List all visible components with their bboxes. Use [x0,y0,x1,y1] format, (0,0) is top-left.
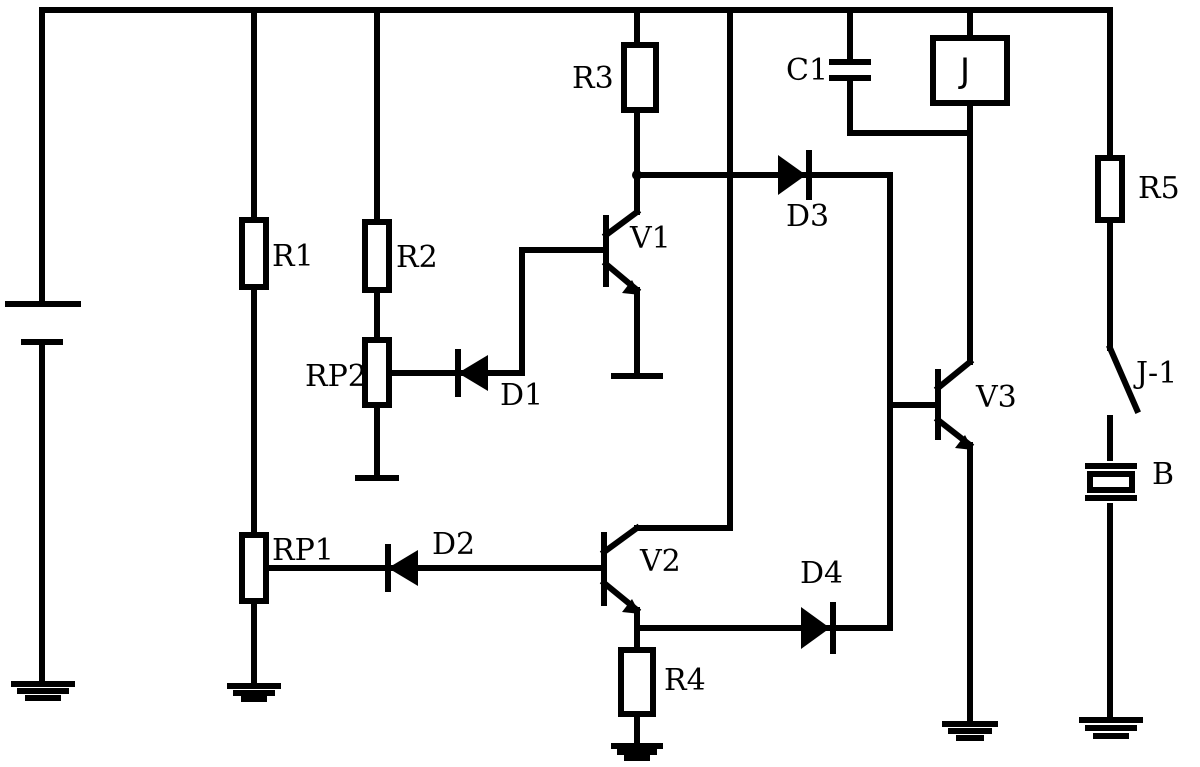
label-v2: V2 [639,544,681,579]
v3-ground-symbol [942,721,998,741]
resistor-r4 [618,647,656,717]
relay-contact-j1 [1106,217,1141,461]
potentiometer-rp1 [239,532,269,604]
battery-ground-symbol [11,681,75,701]
label-relay-contact-j1: J-1 [1133,356,1177,391]
label-v1: V1 [629,221,671,256]
label-rp1: RP1 [272,533,334,568]
r2-branch-wire [355,7,399,481]
potentiometer-rp2 [362,337,392,408]
resistor-r1 [239,217,269,290]
diode-d3 [772,150,813,200]
d3-wire [634,172,938,631]
transistor-v1 [601,172,663,379]
label-rp2: RP2 [305,359,367,394]
diode-d4 [795,602,837,654]
rp2-wiper-wire [386,247,605,376]
label-r3: R3 [572,61,614,96]
capacitor-c1 [829,7,973,136]
label-relay-j: J [958,51,970,91]
label-d2: D2 [432,527,475,562]
diode-d2 [382,544,423,592]
resistor-r5 [1095,155,1125,223]
relay-coil-j [930,7,1010,365]
label-r5: R5 [1138,171,1180,206]
transistor-v3 [933,357,975,725]
r4-ground-symbol [611,711,663,761]
label-d3: D3 [786,199,829,234]
rp1-ground-symbol [227,683,281,702]
transistor-v2 [599,523,642,653]
resistor-r2 [362,219,392,293]
diode-d1 [452,349,493,397]
label-r2: R2 [396,240,438,275]
label-d1: D1 [500,378,543,413]
label-d4: D4 [800,556,843,591]
supply-rail [39,7,1113,305]
resistor-r3 [621,42,659,113]
buzzer-b [1085,463,1137,719]
label-r4: R4 [664,663,706,698]
label-v3: V3 [975,380,1017,415]
v2-collector-wire [634,7,733,531]
label-c1: C1 [786,53,828,88]
battery [5,301,81,685]
label-r1: R1 [272,239,314,274]
label-buzzer-b: B [1152,457,1174,492]
buzzer-ground-symbol [1079,717,1143,739]
